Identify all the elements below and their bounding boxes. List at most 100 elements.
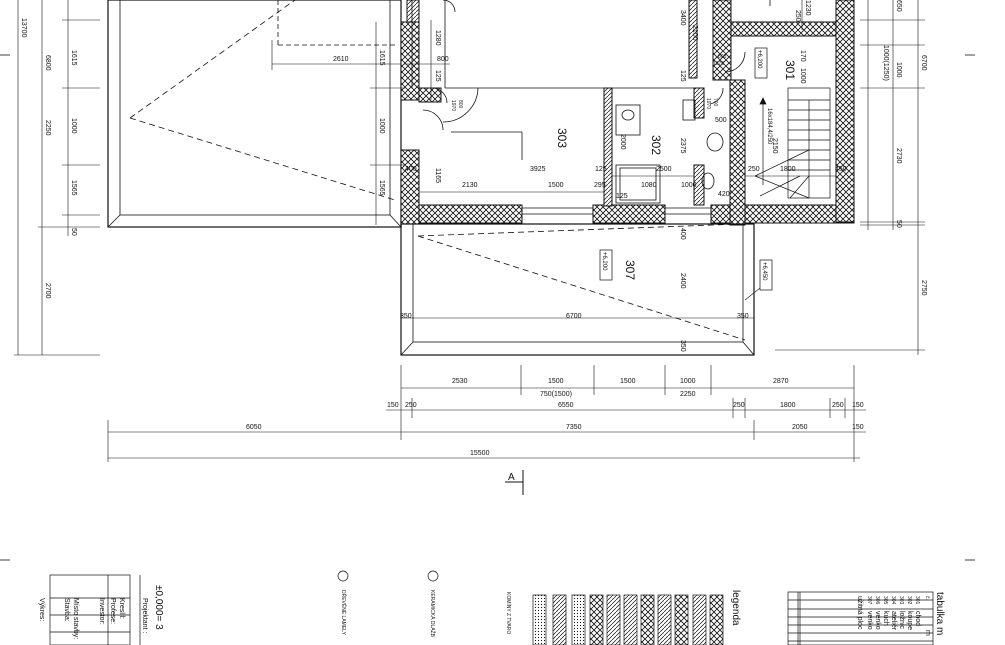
- room-303-label: 303: [555, 128, 569, 148]
- dim-inner-800: 800: [437, 56, 449, 63]
- bottom-dimension-lines: [107, 175, 866, 462]
- title-block-grid: [49, 570, 439, 645]
- bathroom-fixtures: [615, 99, 724, 204]
- title-misto: Místo stavby:: [72, 598, 79, 639]
- legend-chimney: KOMÍNY Z TVARO: [505, 592, 512, 634]
- title-investor: Investor:: [98, 598, 105, 625]
- door-tag-3-w: 800: [718, 54, 727, 60]
- door-tag-2-w: 700: [712, 98, 718, 107]
- dim-il-1565: 1565: [378, 180, 385, 196]
- dim-row2-7: 150: [852, 402, 864, 409]
- dim-right-650: 650: [895, 0, 902, 12]
- room-table-row-1: 301: [914, 596, 920, 605]
- room-table-title: tabulka m: [934, 592, 945, 635]
- dim-right-1230: 1230: [804, 0, 811, 16]
- dim-left-6800: 6800: [44, 55, 51, 71]
- title-projektant: Projektant :: [141, 598, 148, 633]
- dim-v-1000: 1000: [799, 68, 806, 84]
- dim-left-2250: 2250: [44, 120, 51, 136]
- note-2-text: KERAMICKÁ DLAŽB: [429, 590, 437, 638]
- dim-v-125: 125: [679, 70, 686, 82]
- left-terrace: [107, 0, 402, 228]
- dim-v-350: 350: [679, 340, 686, 352]
- dim-row2-5: 1800: [780, 402, 796, 409]
- title-profese: Profese:: [109, 598, 116, 624]
- room-table-grid: [787, 591, 934, 645]
- right-dimension-lines: [775, 0, 925, 355]
- dim-right-250: 250: [794, 10, 801, 22]
- dim-inner-1800: 1800: [780, 166, 796, 173]
- dim-inner-250: 250: [748, 166, 760, 173]
- dim-right-50: 50: [895, 220, 902, 228]
- dim-left-2700: 2700: [44, 283, 51, 299]
- dim-row2-3: 6550: [558, 402, 574, 409]
- walls: [400, 0, 855, 226]
- dim-inner-2610: 2610: [333, 56, 349, 63]
- dim-v-2375: 2375: [679, 138, 686, 154]
- dim-row3-3: 2050: [792, 424, 808, 431]
- room-302-label: 302: [649, 135, 663, 155]
- title-stavba: Stavba:: [63, 598, 70, 622]
- dim-right-1000-1250: 1000(1250): [882, 45, 889, 81]
- room-table-row-3-name: ložnic: [898, 611, 905, 629]
- room-table-row-2-name: koupe: [906, 611, 913, 630]
- room-table-row-7-name: venko: [866, 611, 873, 630]
- room-table-row-4: 304: [890, 596, 896, 605]
- room-table-header-c: č.: [924, 596, 930, 600]
- dim-right-2750: 2750: [920, 280, 927, 296]
- dim-row3-1: 6050: [246, 424, 262, 431]
- room-table-row-4-name: ateliér: [890, 611, 897, 631]
- dim-row2-4: 250: [733, 402, 745, 409]
- dim-v-2000: 2000: [619, 134, 626, 150]
- title-kreslil: Kreslil:: [118, 598, 125, 619]
- dim-bottom-2: 1500: [548, 378, 564, 385]
- legend-swatches: [532, 594, 724, 645]
- section-mark: [505, 470, 524, 495]
- dim-left-1565: 1565: [70, 180, 77, 196]
- door-tag-2-h: 1970: [705, 98, 711, 109]
- dim-inner-2500: 2500: [656, 166, 672, 173]
- dim-inner-125: 125: [595, 166, 607, 173]
- dim-inner-295: 295: [594, 182, 606, 189]
- dim-terrace-1: 350: [400, 313, 412, 320]
- dim-il-125: 125: [434, 70, 441, 82]
- stairs-label: 16x184,4/250: [766, 108, 772, 145]
- section-mark-label: A: [508, 472, 515, 483]
- legend-title: legenda: [730, 590, 741, 626]
- dim-bottom-1: 2530: [452, 378, 468, 385]
- dim-row3-4: 150: [852, 424, 864, 431]
- room-table-footer: užitná ploc: [856, 596, 863, 630]
- room-table-row-1-name: chod: [914, 611, 921, 626]
- room-table-row-7: 307: [866, 596, 872, 605]
- dim-bottom-sub-2: 2250: [680, 391, 696, 398]
- staircase: [754, 87, 831, 199]
- level-label-1: +6,200: [756, 50, 762, 69]
- room-301-label: 301: [783, 60, 797, 80]
- room-table-row-6-name: venko: [874, 611, 881, 630]
- dim-terrace-3: 350: [737, 313, 749, 320]
- axis-marks: [0, 54, 975, 561]
- partitions: [411, 0, 771, 215]
- dim-v-400: 400: [679, 228, 686, 240]
- note-1-text: DŘEVĚNÉ LAMELY: [340, 590, 348, 636]
- dim-row2-1: 150: [387, 402, 399, 409]
- left-dimension-lines: [14, 0, 450, 356]
- room-table-row-2: 302: [906, 596, 912, 605]
- dim-il-1000: 1000: [378, 118, 385, 134]
- dim-right-2730: 2730: [895, 148, 902, 164]
- dim-row2-2: 250: [405, 402, 417, 409]
- dim-v-170: 170: [799, 50, 806, 62]
- dim-right-1000: 1000: [895, 62, 902, 78]
- dim-row2-6: 250: [832, 402, 844, 409]
- dim-inner-1080: 1080: [641, 182, 657, 189]
- dim-v-1165: 1165: [434, 168, 441, 183]
- dim-il-1280: 1280: [434, 30, 441, 46]
- dim-inner-2130: 2130: [462, 182, 478, 189]
- dim-left-13700: 13700: [20, 18, 27, 38]
- door-tag-3-h: 1970: [713, 61, 724, 67]
- dim-total: 15500: [470, 450, 490, 457]
- dim-bottom-sub-1: 750(1500): [540, 391, 572, 398]
- room-307-label: 307: [623, 260, 637, 280]
- dim-v-2100: 2100: [691, 25, 698, 41]
